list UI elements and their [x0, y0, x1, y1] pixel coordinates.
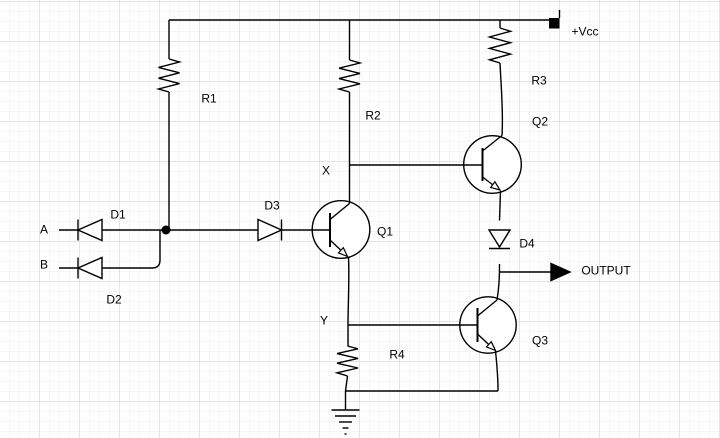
transistor-q2-symbol[interactable]: [481, 134, 503, 191]
r3-bottom-lead: [499, 62, 504, 136]
label-q3[interactable]: Q3: [531, 333, 549, 348]
d1-triangle: [76, 218, 103, 242]
transistor-q1-symbol[interactable]: [329, 202, 350, 258]
label-vcc[interactable]: +Vcc: [571, 24, 599, 39]
label-r3[interactable]: R3: [531, 73, 547, 88]
label-q2[interactable]: Q2: [531, 114, 549, 129]
resistor-r2[interactable]: [336, 20, 363, 204]
q3-collector-line: [477, 299, 498, 317]
label-input-b[interactable]: B: [39, 257, 49, 272]
ground-symbol[interactable]: [331, 391, 360, 435]
wire-q1-emitter: [347, 256, 350, 326]
label-input-a[interactable]: A: [39, 222, 49, 237]
q1-collector-line: [329, 202, 350, 221]
r1-zigzag: [155, 58, 183, 93]
resistor-r4[interactable]: [334, 325, 359, 392]
diode-d2[interactable]: [76, 256, 103, 280]
vcc-terminal-square: [549, 18, 560, 29]
label-d1[interactable]: D1: [110, 207, 126, 222]
wire-d4-to-q3[interactable]: [496, 263, 501, 301]
diode-d1[interactable]: [76, 218, 103, 242]
resistor-r3[interactable]: [486, 20, 514, 136]
label-d3[interactable]: D3: [264, 198, 280, 213]
d3-triangle: [257, 218, 284, 242]
wire-q2-emitter: [498, 190, 502, 221]
r4-zigzag: [334, 345, 359, 377]
label-r2[interactable]: R2: [365, 108, 381, 123]
r4-bottom-lead: [344, 375, 349, 392]
d4-triangle: [487, 229, 512, 249]
label-r4[interactable]: R4: [389, 347, 405, 362]
diode-d3[interactable]: [257, 218, 284, 242]
wire-q3-emitter-to-bottom[interactable]: [494, 350, 499, 392]
label-r1[interactable]: R1: [201, 91, 217, 106]
label-d4[interactable]: D4: [519, 236, 535, 251]
label-node-x[interactable]: X: [321, 163, 331, 178]
resistor-r1[interactable]: [155, 20, 183, 228]
r2-zigzag: [336, 59, 363, 93]
vcc-terminal[interactable]: [549, 10, 561, 29]
label-q1[interactable]: Q1: [376, 224, 394, 239]
label-output[interactable]: OUTPUT: [581, 263, 631, 278]
label-d2[interactable]: D2: [106, 292, 122, 307]
wire-b-junction: [102, 230, 161, 269]
q3-emitter-arrow: [485, 340, 497, 352]
wire-q2-emitter-to-d4[interactable]: [498, 190, 502, 221]
output-arrowhead: [550, 262, 572, 282]
wire-q3-emitter: [494, 350, 499, 392]
d2-triangle: [76, 256, 103, 280]
r3-zigzag: [486, 27, 514, 64]
wire-output-node: [496, 263, 501, 301]
q1-emitter-arrow: [337, 246, 349, 258]
wire-q1-emitter-to-y[interactable]: [347, 256, 350, 326]
q2-emitter-arrow: [489, 180, 502, 191]
output-arrow[interactable]: [499, 262, 572, 282]
q2-collector-line: [482, 134, 503, 152]
label-node-y[interactable]: Y: [319, 313, 329, 328]
diode-d4[interactable]: [487, 229, 512, 250]
wire-b-to-junction[interactable]: [102, 230, 161, 269]
